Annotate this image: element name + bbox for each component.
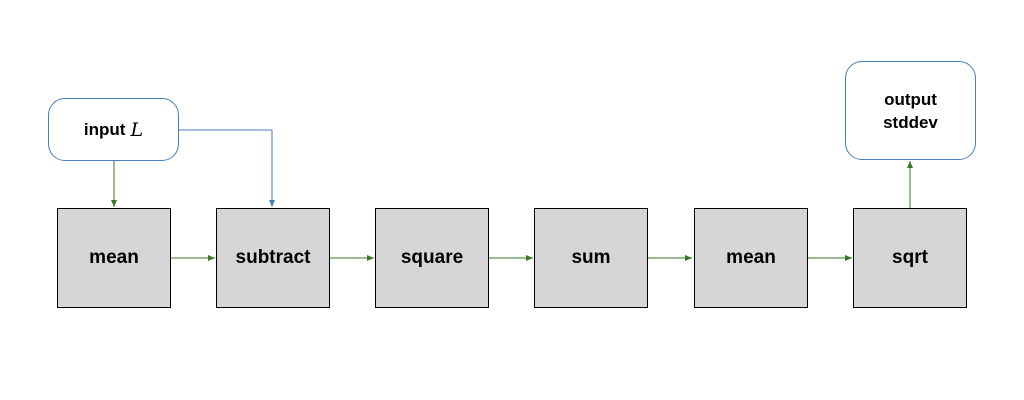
step-label: sqrt <box>892 247 928 268</box>
step-label: mean <box>89 247 139 268</box>
step-mean-node: mean <box>57 208 171 308</box>
step-subtract-node: subtract <box>216 208 330 308</box>
step-label: mean <box>726 247 776 268</box>
input-variable: L <box>130 118 144 141</box>
output-label-line2: stddev <box>883 112 938 132</box>
step-sum-node: sum <box>534 208 648 308</box>
edge-input-to-subtract <box>179 129 275 207</box>
step-label: square <box>400 247 464 268</box>
step-label: sum <box>571 247 611 268</box>
step-square-node: square <box>375 208 489 308</box>
output-node: output stddev <box>845 61 976 160</box>
input-label: input <box>83 119 126 139</box>
input-node: input L <box>48 98 179 161</box>
output-label-line1: output <box>884 89 937 109</box>
step-mean-2-node: mean <box>694 208 808 308</box>
step-label: subtract <box>235 247 311 268</box>
step-sqrt-node: sqrt <box>853 208 967 308</box>
